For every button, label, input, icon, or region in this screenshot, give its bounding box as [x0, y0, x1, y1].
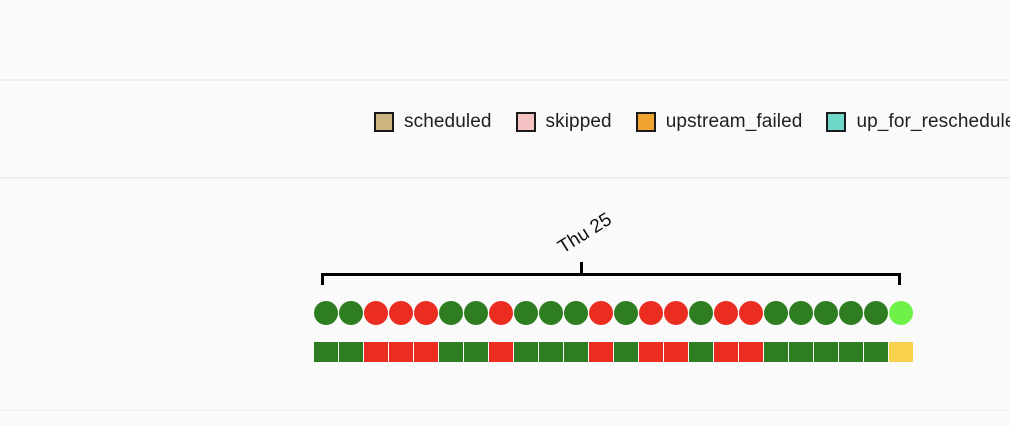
task-instance-marker[interactable]	[839, 342, 863, 362]
axis-tick-label-thu-25: Thu 25	[554, 208, 616, 259]
legend-swatch-scheduled	[374, 112, 394, 132]
dag-run-marker[interactable]	[489, 301, 513, 325]
legend-item-up-for-reschedule[interactable]: up_for_reschedule	[826, 112, 1010, 132]
task-instance-marker[interactable]	[314, 342, 338, 362]
legend-swatch-up-for-reschedule	[826, 112, 847, 132]
axis-line	[321, 273, 901, 276]
dag-run-marker[interactable]	[539, 301, 563, 325]
dag-run-marker[interactable]	[664, 301, 688, 325]
legend-item-skipped[interactable]: skipped	[515, 111, 612, 132]
task-instance-marker[interactable]	[514, 342, 538, 362]
legend-swatch-upstream-failed	[635, 112, 656, 132]
legend-panel: scheduled skipped upstream_failed up_for_re…	[0, 81, 1010, 179]
top-toolbar-area	[0, 0, 1010, 81]
task-instance-marker[interactable]	[414, 342, 438, 362]
dag-run-marker[interactable]	[514, 301, 538, 325]
dag-run-marker-row	[314, 301, 914, 325]
legend-swatch-skipped	[515, 112, 536, 132]
time-axis	[321, 262, 901, 285]
dag-run-marker[interactable]	[739, 301, 763, 325]
dag-run-marker[interactable]	[639, 301, 663, 325]
legend-label: upstream_failed	[665, 111, 803, 132]
task-instance-marker[interactable]	[439, 342, 463, 362]
task-instance-marker[interactable]	[814, 342, 838, 362]
task-instance-marker[interactable]	[639, 342, 663, 362]
legend-label: scheduled	[404, 111, 492, 132]
task-instance-marker[interactable]	[614, 342, 638, 362]
task-instance-marker[interactable]	[339, 342, 363, 362]
task-instance-marker[interactable]	[889, 342, 913, 362]
dag-run-marker[interactable]	[614, 301, 638, 325]
dag-run-marker[interactable]	[439, 301, 463, 325]
state-legend: scheduled skipped upstream_failed up_for_re…	[374, 112, 1010, 132]
task-instance-marker[interactable]	[364, 342, 388, 362]
dag-run-marker[interactable]	[464, 301, 488, 325]
dag-run-marker[interactable]	[689, 301, 713, 325]
axis-tick-thu-25	[580, 262, 583, 273]
task-instance-marker[interactable]	[464, 342, 488, 362]
task-instance-marker[interactable]	[739, 342, 763, 362]
task-instance-marker[interactable]	[489, 342, 513, 362]
dag-run-marker[interactable]	[789, 301, 813, 325]
dag-run-marker[interactable]	[314, 301, 338, 325]
legend-item-scheduled[interactable]: scheduled	[374, 112, 492, 132]
legend-label: up_for_reschedule	[856, 111, 1010, 132]
dag-runs-chart: Thu 25	[0, 179, 1010, 411]
task-instance-marker[interactable]	[564, 342, 588, 362]
dag-run-marker[interactable]	[864, 301, 888, 325]
dag-run-marker[interactable]	[364, 301, 388, 325]
legend-item-upstream-failed[interactable]: upstream_failed	[635, 111, 803, 132]
task-instance-marker[interactable]	[664, 342, 688, 362]
task-instance-marker[interactable]	[689, 342, 713, 362]
dag-run-marker[interactable]	[839, 301, 863, 325]
task-instance-marker[interactable]	[389, 342, 413, 362]
task-instance-marker[interactable]	[864, 342, 888, 362]
bottom-strip	[0, 411, 1010, 426]
legend-label: skipped	[545, 111, 612, 132]
dag-run-marker[interactable]	[714, 301, 738, 325]
task-instance-marker[interactable]	[589, 342, 613, 362]
dag-run-marker[interactable]	[389, 301, 413, 325]
axis-cap-left	[321, 273, 324, 285]
dag-run-marker[interactable]	[889, 301, 913, 325]
dag-run-marker[interactable]	[814, 301, 838, 325]
dag-run-marker[interactable]	[589, 301, 613, 325]
axis-cap-right	[898, 273, 901, 285]
dag-run-marker[interactable]	[564, 301, 588, 325]
dag-run-marker[interactable]	[339, 301, 363, 325]
task-instance-marker[interactable]	[764, 342, 788, 362]
dag-run-marker[interactable]	[414, 301, 438, 325]
task-instance-marker[interactable]	[714, 342, 738, 362]
task-instance-marker[interactable]	[539, 342, 563, 362]
task-instance-marker[interactable]	[789, 342, 813, 362]
task-instance-marker-row	[314, 342, 914, 362]
dag-run-marker[interactable]	[764, 301, 788, 325]
